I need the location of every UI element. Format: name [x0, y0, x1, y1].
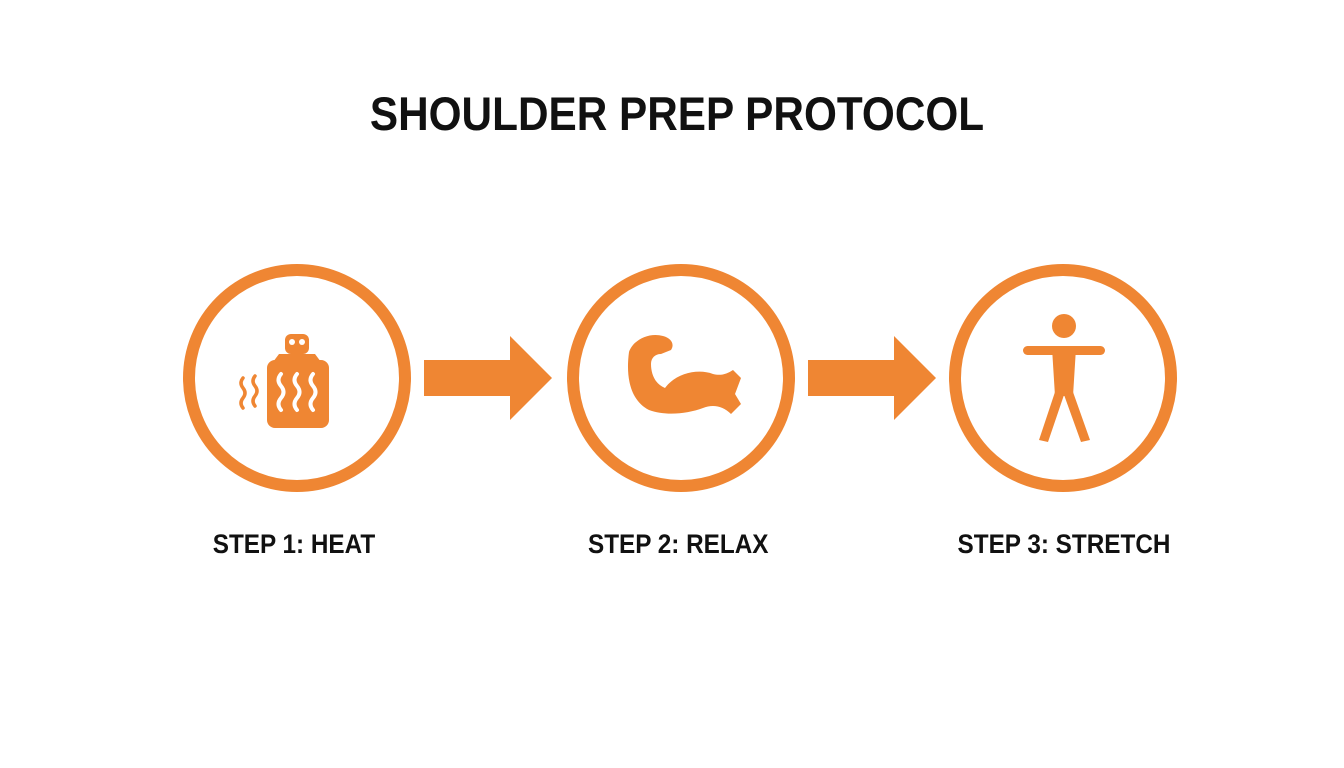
diagram-title: SHOULDER PREP PROTOCOL — [369, 87, 985, 140]
arrow-right-icon — [806, 333, 938, 423]
flexed-arm-icon — [627, 334, 741, 414]
step-2-circle — [565, 262, 797, 494]
hot-water-bottle-icon — [239, 334, 329, 428]
arrow-right-icon — [422, 333, 554, 423]
step-3-label: STEP 3: STRETCH — [957, 529, 1171, 559]
step-1-label: STEP 1: HEAT — [212, 529, 376, 559]
step-3-circle — [947, 262, 1179, 494]
step-1-circle — [181, 262, 413, 494]
step-2-label: STEP 2: RELAX — [588, 529, 769, 559]
stretching-person-icon — [1023, 314, 1105, 442]
